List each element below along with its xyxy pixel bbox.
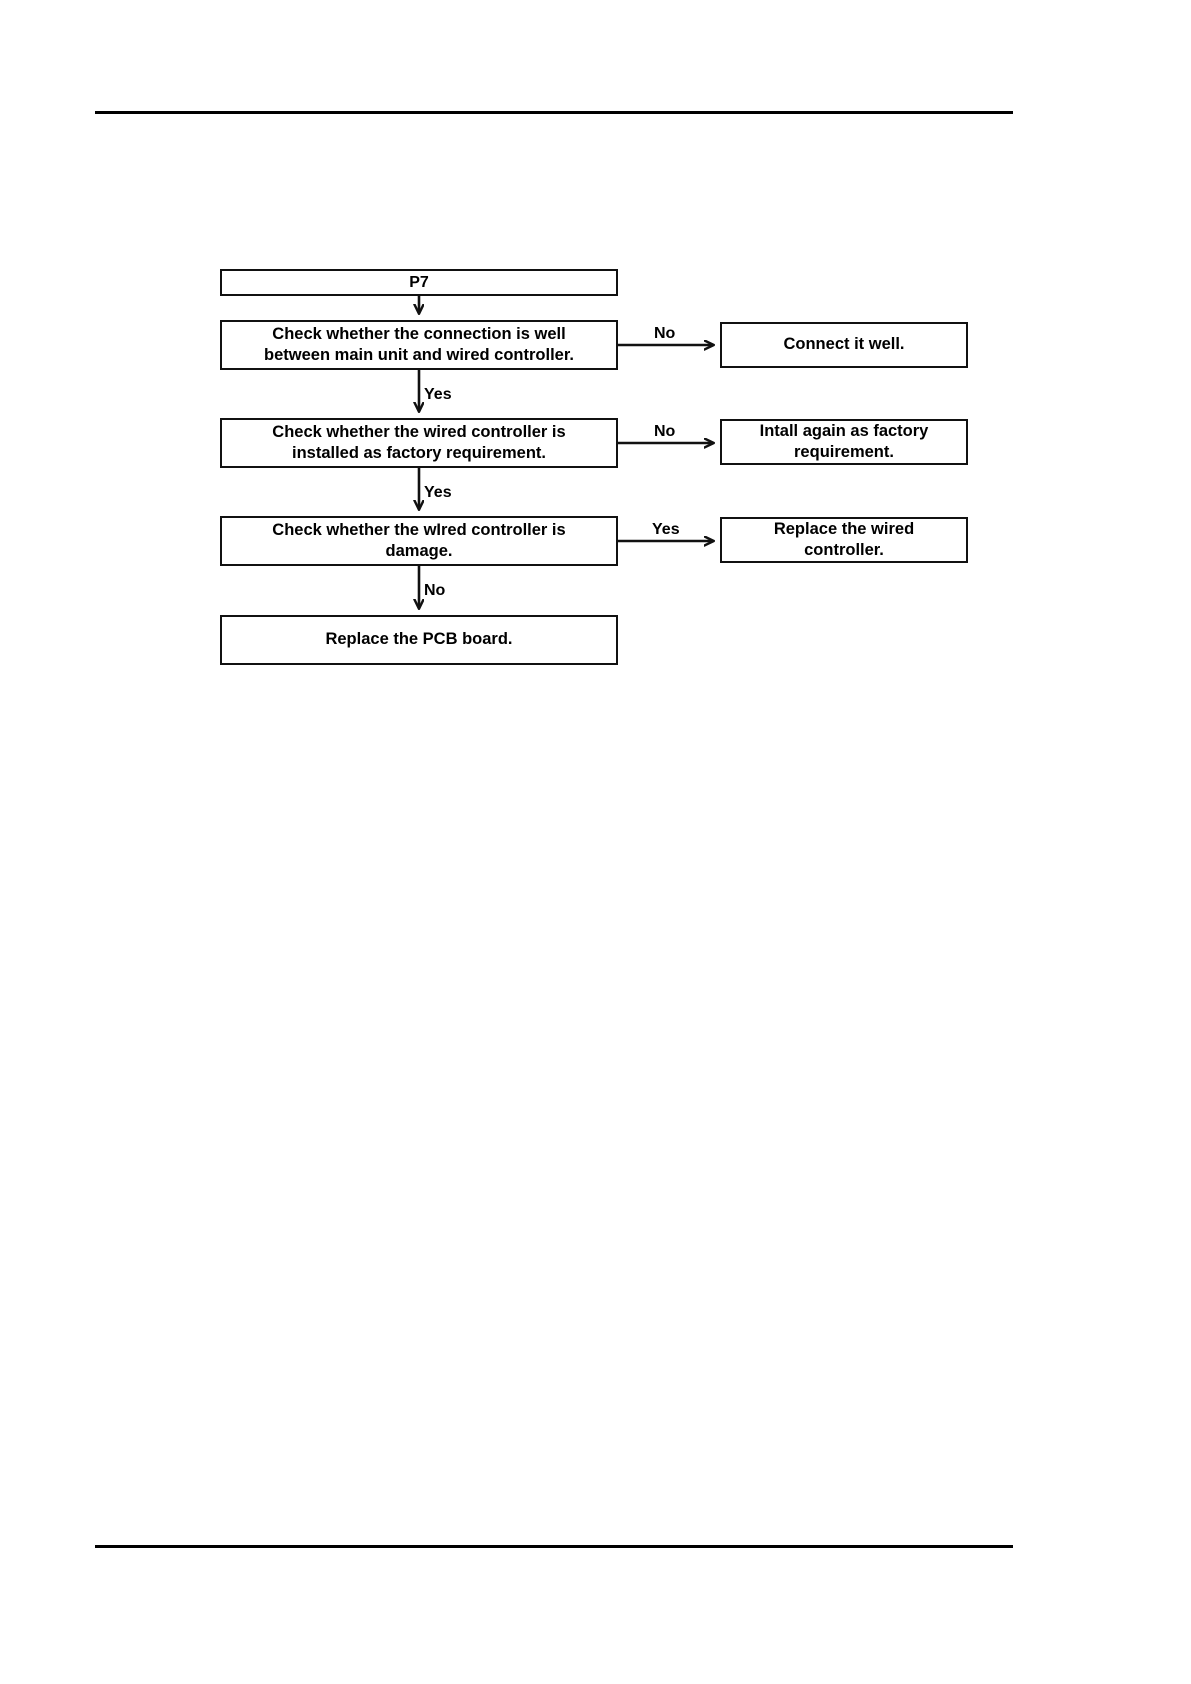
flow-node-connect-well: Connect it well. <box>720 322 968 368</box>
flow-node-connect-well-label: Connect it well. <box>783 335 905 354</box>
flow-node-replace-pcb-label: Replace the PCB board. <box>325 630 513 649</box>
flow-node-check-connection-label: Check whether the connection is well bet… <box>264 324 574 364</box>
flow-node-start-p7-label: P7 <box>409 273 429 291</box>
flow-node-replace-controller-label: Replace the wired controller. <box>773 519 915 559</box>
flowchart-connectors <box>0 296 1191 760</box>
flow-node-replace-pcb: Replace the PCB board. <box>220 615 618 665</box>
flow-node-check-damage-label: Check whether the wIred controller is da… <box>272 520 566 560</box>
edge-label-d3-down: No <box>424 582 446 599</box>
flow-node-install-again: Intall again as factory requirement. <box>720 419 968 465</box>
edge-label-d2-branch: No <box>654 423 676 440</box>
flow-node-check-connection: Check whether the connection is well bet… <box>220 320 618 370</box>
edge-label-d1-down: Yes <box>424 386 452 403</box>
flow-node-install-again-label: Intall again as factory requirement. <box>759 421 929 461</box>
flowchart-diagram: P7 Check whether the connection is well … <box>0 0 1191 760</box>
flow-node-start-p7: P7 <box>220 269 618 296</box>
flow-node-check-installation: Check whether the wired controller is in… <box>220 418 618 468</box>
flow-node-check-damage: Check whether the wIred controller is da… <box>220 516 618 566</box>
edge-label-d3-branch: Yes <box>652 521 680 538</box>
header-rule <box>95 111 1013 114</box>
flow-node-replace-controller: Replace the wired controller. <box>720 517 968 563</box>
flow-node-check-installation-label: Check whether the wired controller is in… <box>272 422 566 462</box>
edge-label-d2-down: Yes <box>424 484 452 501</box>
footer-rule <box>95 1545 1013 1548</box>
edge-label-d1-branch: No <box>654 325 676 342</box>
